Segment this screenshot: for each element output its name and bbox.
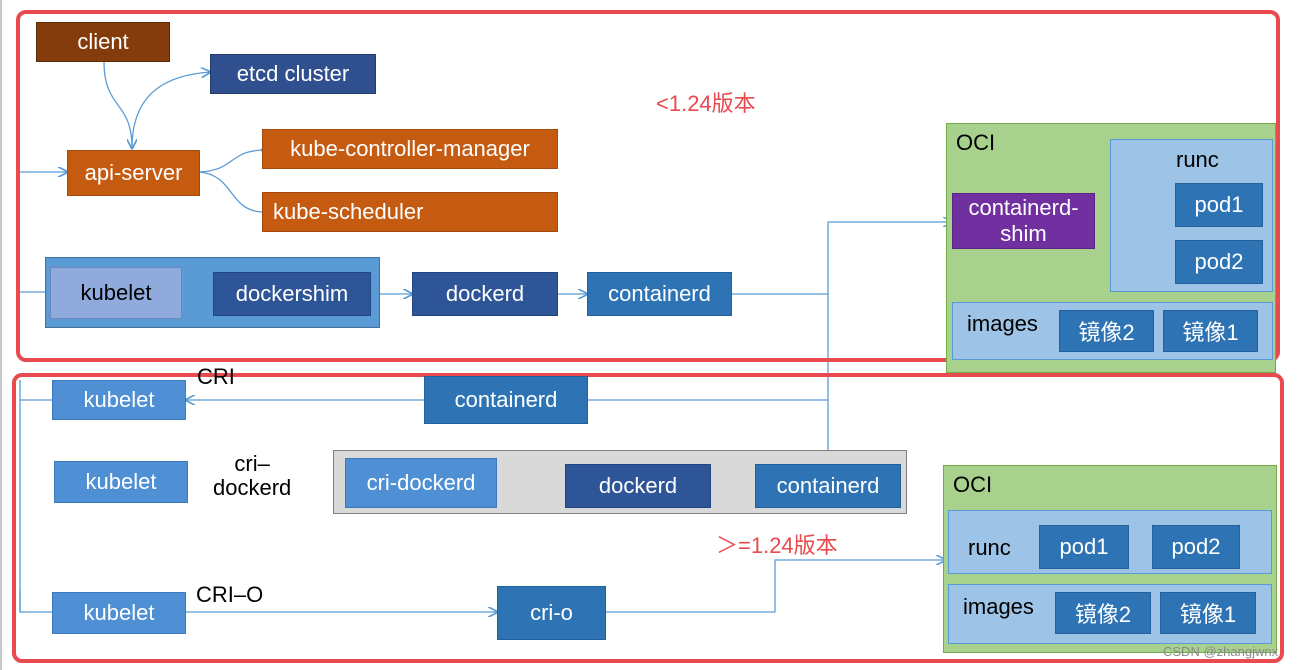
crio-box: cri-o [497, 586, 606, 640]
pod2-box-bottom: pod2 [1152, 525, 1240, 569]
containerd-box-cri: containerd [424, 376, 588, 424]
image2-box-top: 镜像2 [1059, 310, 1154, 352]
image1-box-bottom: 镜像1 [1160, 592, 1256, 634]
etcd-cluster-box: etcd cluster [210, 54, 376, 94]
pod2-box-top: pod2 [1175, 240, 1263, 284]
oci-title-bottom: OCI [953, 472, 993, 497]
pod1-box-bottom: pod1 [1039, 525, 1129, 569]
image2-box-bottom: 镜像2 [1055, 592, 1151, 634]
images-label-top: images [967, 311, 1038, 336]
kube-scheduler-box: kube-scheduler [262, 192, 558, 232]
kubelet-box-cri: kubelet [52, 380, 186, 420]
crio-label: CRI–O [196, 582, 264, 607]
oci-title-top: OCI [956, 130, 996, 155]
images-label-bottom: images [963, 594, 1034, 619]
runc-label-bottom: runc [968, 535, 1011, 560]
page-left-edge [0, 0, 2, 670]
cri-label: CRI [197, 364, 235, 389]
dockershim-box: dockershim [213, 272, 371, 316]
runc-label-top: runc [1176, 147, 1219, 172]
kubelet-box-top: kubelet [50, 267, 182, 319]
cri-dockerd-box: cri-dockerd [345, 458, 497, 508]
image1-box-top: 镜像1 [1163, 310, 1258, 352]
legacy-section-frame [16, 10, 1280, 362]
containerd-box-top: containerd [587, 272, 732, 316]
cri-dockerd-label: cri– dockerd [213, 451, 292, 500]
dockerd-box-bottom: dockerd [565, 464, 711, 508]
kubelet-box-cri-dockerd: kubelet [54, 461, 188, 503]
current-section-frame [12, 373, 1284, 663]
containerd-shim-box: containerd- shim [952, 193, 1095, 249]
legacy-version-label: <1.24版本 [656, 91, 756, 116]
client-box: client [36, 22, 170, 62]
api-server-box: api-server [67, 150, 200, 196]
dockerd-box-top: dockerd [412, 272, 558, 316]
pod1-box-top: pod1 [1175, 183, 1263, 227]
current-version-label: ＞=1.24版本 [716, 533, 838, 558]
kube-controller-manager-box: kube-controller-manager [262, 129, 558, 169]
csdn-watermark: CSDN @zhangjwnx [1163, 644, 1279, 659]
kubelet-box-crio: kubelet [52, 592, 186, 634]
containerd-box-bottom: containerd [755, 464, 901, 508]
